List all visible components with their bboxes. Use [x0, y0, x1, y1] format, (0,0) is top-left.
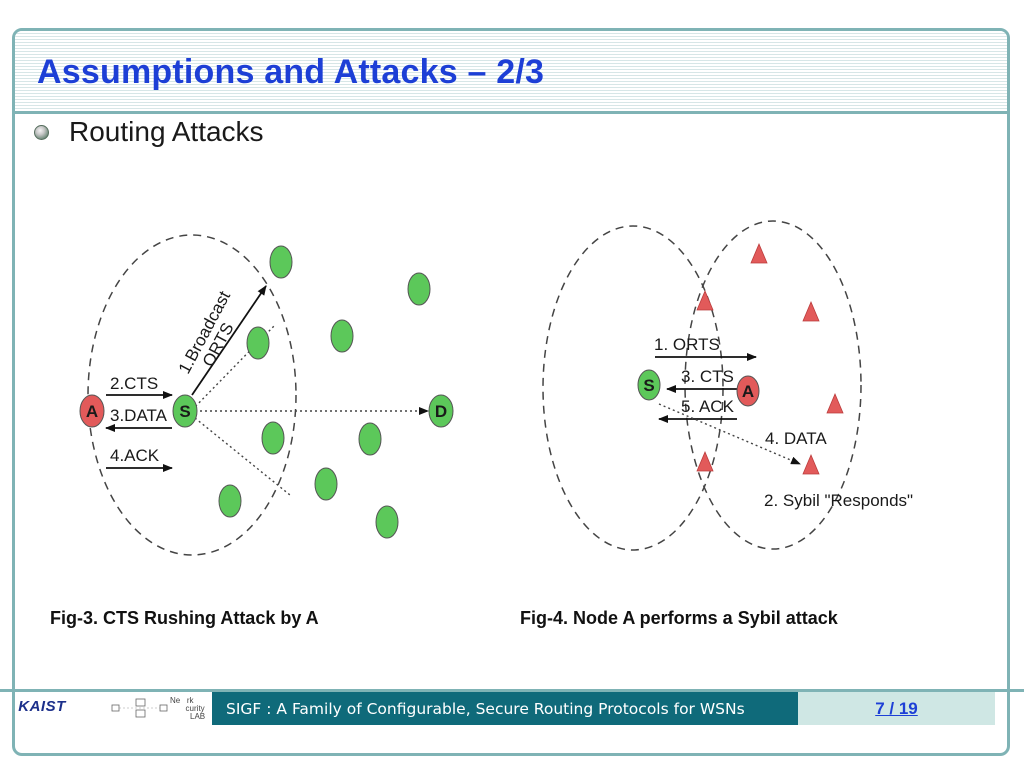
kaist-logo-text: KAIST	[18, 697, 66, 715]
fig4-sybil-node	[802, 453, 820, 475]
fig4-sybil-node	[750, 242, 768, 264]
fig4-ack-label: 5. ACK	[681, 397, 735, 416]
fig3-node	[246, 326, 270, 360]
bullet-text: Routing Attacks	[69, 116, 264, 147]
fig3-node	[358, 422, 382, 456]
fig3-node-s: S	[172, 394, 198, 428]
fig3-node	[218, 484, 242, 518]
fig4-caption: Fig-4. Node A performs a Sybil attack	[520, 608, 838, 628]
title-divider	[15, 111, 1007, 114]
lab-logo-text: Ne rk curity LAB	[170, 696, 206, 721]
fig3-broadcast-arrow	[191, 285, 267, 396]
fig4-sybil-node	[802, 300, 820, 322]
fig4-node-s: S	[637, 369, 661, 401]
fig4-data-label: 4. DATA	[765, 429, 827, 448]
fig3-range-circle	[87, 234, 297, 556]
fig3-node-d: D	[428, 394, 454, 428]
fig3-node-d-label: D	[435, 402, 447, 421]
fig4-range-circle-a	[684, 220, 862, 550]
bullet-icon	[34, 124, 49, 140]
fig4-node-s-label: S	[643, 376, 654, 395]
slide-footer: KAIST Ne rk curity LAB SIGF : A Family o…	[0, 689, 1024, 725]
page-number-box: 7 / 19	[798, 692, 995, 725]
fig3-node	[375, 505, 399, 539]
slide-title: Assumptions and Attacks – 2/3	[37, 53, 545, 91]
fig4-diagram: 1. ORTS 3. CTS 5. ACK 4. DATA 2. Sybil "…	[542, 220, 913, 551]
fig3-node	[261, 421, 285, 455]
slide-frame: Assumptions and Attacks – 2/3	[12, 28, 1010, 756]
fig3-node	[407, 272, 431, 306]
bullet-item: Routing Attacks	[34, 112, 264, 152]
fig3-cts-label: 2.CTS	[110, 374, 158, 393]
network-security-lab-logo	[111, 698, 168, 718]
fig3-node-a: A	[79, 394, 105, 428]
fig4-sybil-node	[696, 289, 714, 311]
fig4-cts-label: 3. CTS	[681, 367, 734, 386]
fig4-data-arrow	[658, 403, 801, 465]
kaist-logo: KAIST	[4, 695, 80, 717]
fig3-ack-label: 4.ACK	[110, 446, 160, 465]
page-number[interactable]: 7 / 19	[875, 698, 918, 718]
footer-title: SIGF : A Family of Configurable, Secure …	[226, 699, 745, 718]
fig4-orts-label: 1. ORTS	[654, 335, 720, 354]
fig3-node	[314, 467, 338, 501]
fig3-node	[330, 319, 354, 353]
fig4-sybil-label: 2. Sybil "Responds"	[764, 491, 913, 510]
fig4-sybil-node	[696, 450, 714, 472]
fig3-node	[269, 245, 293, 279]
title-band	[15, 31, 1007, 113]
fig4-sybil-node	[826, 392, 844, 414]
footer-title-band: SIGF : A Family of Configurable, Secure …	[212, 692, 798, 725]
fig4-range-circle-s	[542, 225, 724, 551]
fig3-link-s-n2	[194, 417, 291, 496]
fig3-diagram: 1.Broadcast ORTS 2.CTS 3.DATA 4.ACK A S …	[79, 234, 454, 556]
fig4-node-a: A	[736, 375, 760, 407]
fig3-node-a-label: A	[86, 402, 98, 421]
fig3-node-s-label: S	[179, 402, 190, 421]
fig3-data-label: 3.DATA	[110, 406, 168, 425]
fig3-caption: Fig-3. CTS Rushing Attack by A	[50, 608, 319, 628]
footer-divider	[0, 689, 1024, 692]
fig4-node-a-label: A	[742, 382, 754, 401]
